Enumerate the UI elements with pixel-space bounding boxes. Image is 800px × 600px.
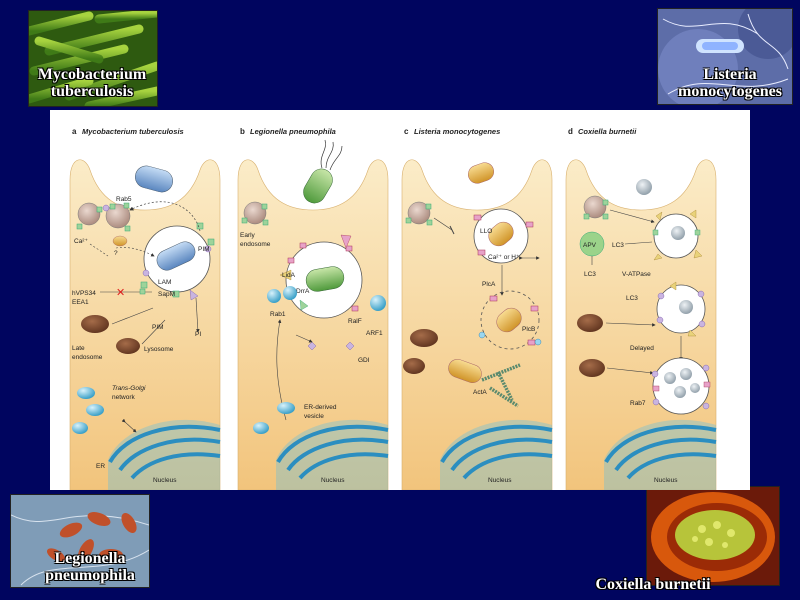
listeria-bacterium-outside	[466, 160, 497, 186]
panel-a-letter: a	[72, 127, 77, 136]
mycobacterium-caption: Mycobacterium tuberculosis	[28, 66, 156, 100]
svg-text:vesicle: vesicle	[304, 413, 324, 420]
svg-text:Nucleus: Nucleus	[488, 477, 512, 484]
panel-b-letter: b	[240, 127, 245, 136]
svg-text:Nucleus: Nucleus	[654, 477, 678, 484]
svg-text:LC3: LC3	[612, 242, 624, 249]
svg-text:EEA1: EEA1	[72, 299, 89, 306]
panel-c-title: Listeria monocytogenes	[414, 127, 500, 136]
svg-text:DrrA: DrrA	[296, 288, 310, 295]
svg-text:Delayed: Delayed	[630, 345, 654, 352]
svg-text:GDI: GDI	[358, 357, 370, 364]
svg-text:RalF: RalF	[348, 318, 362, 325]
panel-c-letter: c	[404, 127, 409, 136]
svg-text:Ca²⁺ or H⁺: Ca²⁺ or H⁺	[488, 254, 520, 261]
svg-text:✕: ✕	[116, 287, 125, 299]
pathogen-figure: a Mycobacterium tuberculosis Rab5 Ca²⁺ ?…	[50, 110, 750, 490]
svg-text:APV: APV	[583, 242, 597, 249]
svg-text:ARF1: ARF1	[366, 330, 383, 337]
svg-text:Nucleus: Nucleus	[153, 477, 177, 484]
svg-text:PI: PI	[195, 331, 201, 338]
svg-text:LidA: LidA	[282, 272, 296, 279]
svg-text:ActA: ActA	[473, 389, 487, 396]
listeria-caption: Listeria monocytogenes	[663, 66, 797, 100]
svg-text:Rab7: Rab7	[630, 400, 646, 407]
svg-text:ER-derived: ER-derived	[304, 404, 337, 411]
svg-text:?: ?	[114, 250, 118, 257]
mtb-bacterium-outside	[133, 163, 175, 194]
panel-d-letter: d	[568, 127, 573, 136]
legionella-bacterium-outside	[299, 165, 336, 207]
svg-text:a: a	[72, 127, 77, 136]
svg-text:Rab5: Rab5	[116, 196, 132, 203]
svg-text:PIM: PIM	[152, 324, 164, 331]
panel-c: c Listeria monocytogenes LLO Ca²⁺ or H⁺ …	[402, 127, 552, 490]
svg-text:LLO: LLO	[480, 228, 492, 235]
svg-text:Nucleus: Nucleus	[321, 477, 345, 484]
panel-d-title: Coxiella burnetii	[578, 127, 637, 136]
panel-b-title: Legionella pneumophila	[250, 127, 336, 136]
svg-text:PlcB: PlcB	[522, 326, 535, 333]
svg-text:Ca²⁺: Ca²⁺	[74, 238, 88, 245]
svg-text:endosome: endosome	[240, 241, 271, 248]
panel-a-title: Mycobacterium tuberculosis	[82, 127, 184, 136]
svg-text:LAM: LAM	[158, 279, 171, 286]
coxiella-photo	[646, 486, 780, 586]
svg-text:hVPS34: hVPS34	[72, 290, 96, 297]
legionella-caption: Legionella pneumophila	[10, 550, 170, 584]
svg-text:Trans-Golgi: Trans-Golgi	[112, 385, 146, 392]
svg-text:endosome: endosome	[72, 354, 103, 361]
svg-text:SapM: SapM	[158, 291, 175, 298]
svg-text:Lysosome: Lysosome	[144, 346, 174, 353]
coxiella-bacterium-outside	[636, 179, 652, 195]
panel-b: b Legionella pneumophila Early endosome …	[238, 127, 388, 490]
svg-text:ER: ER	[96, 463, 105, 470]
svg-text:LC3: LC3	[584, 271, 596, 278]
svg-text:Late: Late	[72, 345, 85, 352]
svg-text:PIM: PIM	[198, 246, 210, 253]
svg-text:LC3: LC3	[626, 295, 638, 302]
coxiella-caption: Coxiella burnetii	[588, 576, 718, 593]
svg-text:network: network	[112, 394, 136, 401]
panel-d: d Coxiella burnetii APV LC3 LC3 V-ATPase…	[566, 127, 716, 490]
svg-text:Rab1: Rab1	[270, 311, 286, 318]
svg-text:PlcA: PlcA	[482, 281, 496, 288]
svg-text:V-ATPase: V-ATPase	[622, 271, 651, 278]
panel-a: a Mycobacterium tuberculosis Rab5 Ca²⁺ ?…	[70, 127, 220, 490]
svg-text:Early: Early	[240, 232, 256, 239]
